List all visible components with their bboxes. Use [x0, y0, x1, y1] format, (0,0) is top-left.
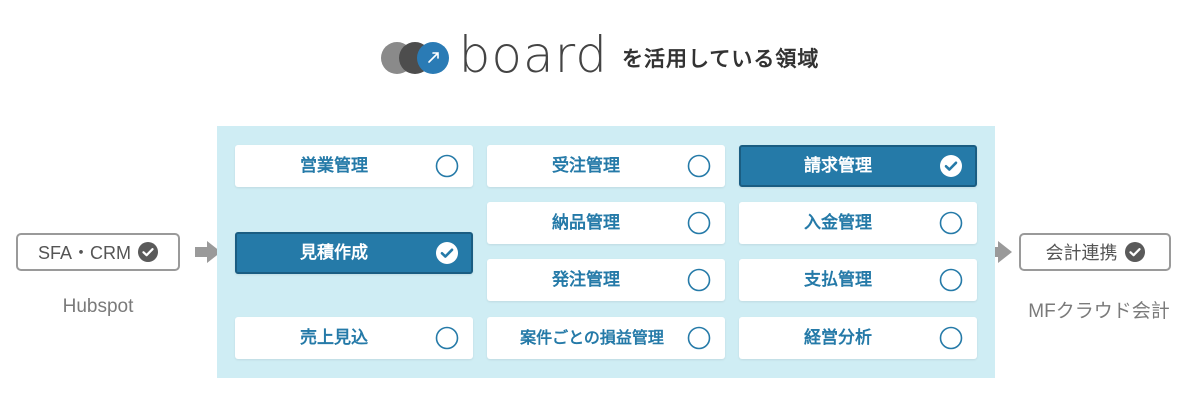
area-label: 見積作成 — [300, 243, 368, 263]
sfa-crm-label: SFA・CRM — [37, 243, 131, 263]
header: board を活用している領域 — [0, 30, 1200, 86]
area-card-seikyu: 請求管理 — [739, 145, 977, 187]
area-card-mitsumori: 見積作成 — [235, 232, 473, 274]
check-circle-icon — [436, 242, 458, 264]
accounting-box: 会計連携 — [1019, 233, 1171, 271]
empty-circle-icon — [687, 326, 711, 350]
check-circle-icon — [138, 242, 158, 262]
empty-circle-icon — [687, 268, 711, 292]
empty-circle-icon — [687, 154, 711, 178]
area-card-uriage: 売上見込 — [235, 317, 473, 359]
area-label: 受注管理 — [552, 156, 620, 176]
area-card-nyukin: 入金管理 — [739, 202, 977, 244]
empty-circle-icon — [435, 154, 459, 178]
area-label: 支払管理 — [804, 270, 872, 290]
area-label: 経営分析 — [804, 328, 872, 348]
mf-cloud-caption: MFクラウド会計 — [1028, 301, 1170, 322]
area-label: 納品管理 — [552, 213, 620, 233]
area-card-keiei: 経営分析 — [739, 317, 977, 359]
check-circle-icon — [940, 155, 962, 177]
page-title: を活用している領域 — [622, 47, 820, 71]
empty-circle-icon — [687, 211, 711, 235]
area-card-shiharai: 支払管理 — [739, 259, 977, 301]
hubspot-caption: Hubspot — [62, 296, 134, 317]
area-card-hatchu: 発注管理 — [487, 259, 725, 301]
area-label: 案件ごとの損益管理 — [520, 328, 664, 347]
arrow-right-icon — [986, 241, 1012, 263]
area-label: 発注管理 — [552, 270, 620, 290]
area-label: 入金管理 — [804, 213, 872, 233]
empty-circle-icon — [939, 268, 963, 292]
board-logo: board — [380, 30, 608, 80]
accounting-label: 会計連携 — [1045, 243, 1118, 263]
logo-arrow-icon — [427, 52, 439, 63]
logo-wordmark: board — [458, 26, 608, 84]
area-label: 請求管理 — [804, 156, 872, 176]
arrow-right-icon — [195, 241, 221, 263]
check-circle-icon — [1124, 242, 1145, 262]
empty-circle-icon — [939, 211, 963, 235]
empty-circle-icon — [435, 326, 459, 350]
area-label: 売上見込 — [300, 328, 368, 348]
sfa-crm-box: SFA・CRM — [16, 233, 180, 271]
area-card-juchu: 受注管理 — [487, 145, 725, 187]
area-card-eigyo: 営業管理 — [235, 145, 473, 187]
logo-circles-icon — [380, 38, 457, 78]
area-card-anken: 案件ごとの損益管理 — [487, 317, 725, 359]
area-card-nohin: 納品管理 — [487, 202, 725, 244]
empty-circle-icon — [939, 326, 963, 350]
area-label: 営業管理 — [300, 156, 368, 176]
